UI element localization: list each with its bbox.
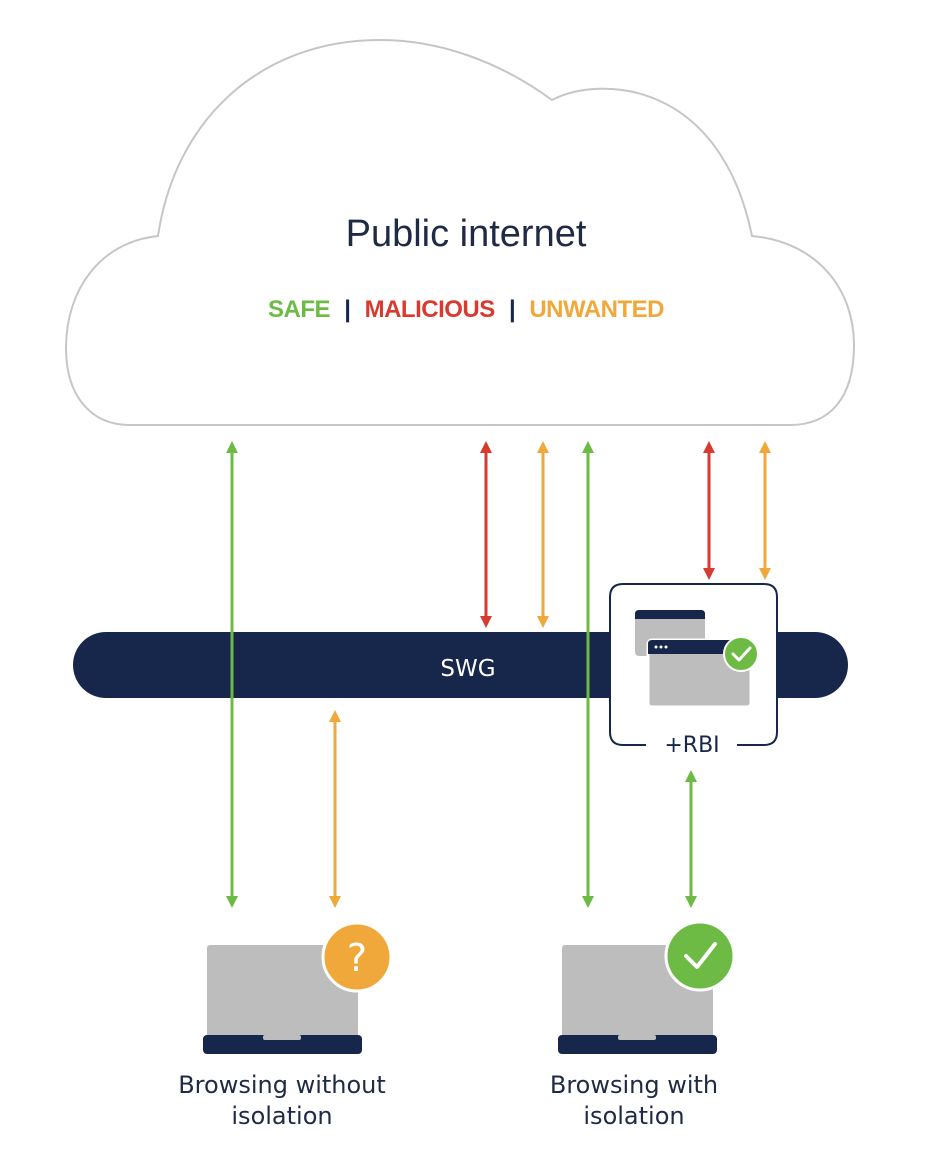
category-safe: SAFE	[268, 296, 331, 323]
public-internet-cloud	[64, 38, 856, 426]
question-icon: ?	[321, 921, 393, 993]
device-label-without-isolation-line2: isolation	[231, 1102, 332, 1130]
cloud-title: Public internet	[346, 213, 587, 255]
cloud-categories: SAFE | MALICIOUS | UNWANTED	[268, 296, 664, 323]
rbi-label: +RBI	[664, 733, 719, 758]
laptop-with-isolation: Browsing with isolation	[550, 920, 736, 1130]
category-separator: |	[344, 296, 350, 323]
category-separator: |	[509, 296, 515, 323]
device-label-with-isolation-line2: isolation	[583, 1102, 684, 1130]
rbi-check-icon	[723, 636, 759, 672]
svg-text:?: ?	[347, 936, 367, 980]
check-icon	[664, 920, 736, 992]
category-unwanted: UNWANTED	[529, 296, 664, 323]
rbi-box: +RBI	[609, 583, 778, 758]
category-malicious: MALICIOUS	[365, 296, 496, 323]
device-label-without-isolation-line1: Browsing without	[178, 1071, 386, 1099]
laptop-without-isolation: ? Browsing without isolation	[178, 921, 393, 1130]
laptop-icon	[203, 945, 362, 1054]
swg-label: SWG	[440, 656, 495, 682]
device-label-with-isolation-line1: Browsing with	[550, 1071, 718, 1099]
